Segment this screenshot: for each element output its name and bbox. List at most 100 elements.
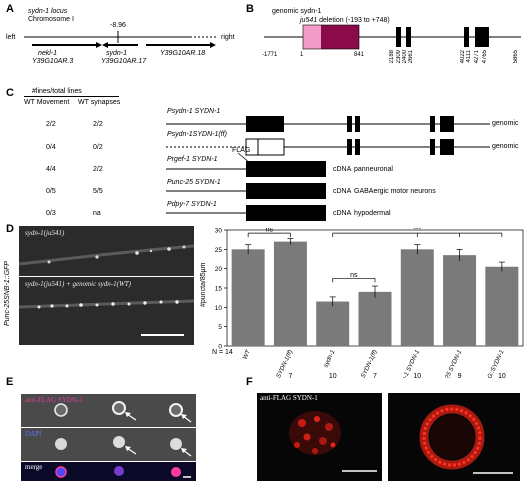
row-5-construct: Pdpy-7 SYDN-1	[167, 201, 217, 208]
right-label: right	[221, 34, 235, 41]
sig-bracket-2-label: ns	[350, 272, 358, 279]
row-1-movement: 2/2	[46, 121, 56, 128]
sig-bracket-3-label: ***	[413, 228, 421, 234]
y-tick-label: 20	[215, 266, 223, 273]
f-left-signal	[289, 411, 377, 472]
constructs-diagram	[166, 116, 490, 221]
row-1-type: genomic	[492, 120, 519, 127]
gene-sydn-1-name: sydn-1	[106, 50, 128, 57]
panel-letter-f: F	[246, 376, 253, 388]
category-label: WT	[242, 348, 253, 361]
merge-channel-label: merge	[25, 463, 43, 471]
f-right-signal	[419, 404, 513, 474]
panel-letter-a: A	[6, 3, 14, 15]
panel-letter-d: D	[6, 223, 14, 235]
y-tick-label: 10	[215, 305, 223, 312]
y-tick-label: 15	[215, 286, 223, 293]
y-tick-label: 5	[218, 324, 222, 331]
flag-channel-label: anti-FLAG SYDN-1	[25, 396, 83, 404]
gene-structure-diagram	[264, 24, 521, 50]
n-value: 7	[288, 373, 292, 378]
micrograph-rescue: sydn-1(ju541) + genomic sydn-1(WT)	[19, 277, 194, 345]
micrograph-mutant: sydn-1(ju541)	[19, 226, 194, 276]
n-label: N = 14	[212, 349, 233, 356]
y-tick-label: 30	[215, 228, 223, 235]
col-synapses-header: WT synapses	[78, 99, 121, 106]
row-3-desc: panneuronal	[354, 166, 393, 173]
locus-title: sydn-1 locus	[28, 8, 68, 15]
row-3-type: cDNA	[333, 166, 352, 173]
row-3-construct: Prgef-1 SYDN-1	[167, 156, 218, 163]
gene-sydn-1-id: Y39G10AR.17	[101, 58, 147, 65]
row-4-type: cDNA	[333, 188, 352, 195]
n-value: 9	[458, 373, 462, 378]
tick-label-1: 1	[300, 52, 304, 58]
bar	[273, 241, 307, 346]
row-5-movement: 0/3	[46, 210, 56, 217]
chromosome-label: Chromosome I	[28, 16, 74, 23]
dapi-channel-label: DAPI	[25, 430, 42, 438]
flag-nuclei	[54, 401, 192, 423]
row-1-construct: Psydn-1 SYDN-1	[167, 108, 221, 115]
tick-label-0: -1771	[262, 52, 278, 58]
table-header-top: #lines/total lines	[32, 88, 82, 95]
micrograph-dapi: DAPI	[21, 428, 196, 461]
row-4-desc: GABAergic motor neurons	[354, 188, 436, 195]
row-2-type: genomic	[492, 143, 519, 150]
row-2-construct: Psydn-1SYDN-1(ff)	[167, 131, 227, 138]
deletion-label: ju541 deletion (-193 to +748)	[300, 17, 390, 25]
row-4-movement: 0/5	[46, 188, 56, 195]
row-3-movement: 4/4	[46, 166, 56, 173]
dapi-nuclei	[55, 436, 192, 457]
deletion-allele: ju541	[300, 17, 318, 24]
gene-nekl-1-name: nekl-1	[38, 50, 58, 57]
category-label: sydn-1	[322, 349, 336, 369]
n-value: 10	[413, 373, 421, 378]
row-1-synapses: 2/2	[93, 121, 103, 128]
puncta-rescue	[19, 299, 194, 336]
header-rule	[24, 96, 119, 97]
bar-chart: 051015202530WTWT + Psydn-1 SYDN-1(ff)7sy…	[215, 228, 524, 378]
row-4-construct: Punc-25 SYDN-1	[167, 179, 221, 186]
micrograph-f-left: anti-FLAG SYDN-1	[257, 393, 382, 481]
micrograph-f-right	[388, 393, 520, 481]
row-2-movement: 0/4	[46, 144, 56, 151]
bar	[358, 291, 392, 346]
micrograph-merge: merge	[21, 462, 196, 481]
sig-bracket-1-label: ns	[266, 228, 274, 234]
f-channel-label: anti-FLAG SYDN-1	[260, 394, 318, 402]
micrograph-rescue-label: sydn-1(ju541) + genomic sydn-1(WT)	[25, 280, 132, 288]
panel-letter-b: B	[246, 3, 254, 15]
tick-label-2: 841	[354, 52, 365, 58]
gene-y39-id: Y39G10AR.18	[160, 50, 206, 57]
row-2-synapses: 0/2	[93, 144, 103, 151]
locus-diagram	[24, 31, 218, 48]
y-tick-label: 0	[218, 344, 222, 351]
panel-letter-c: C	[6, 87, 14, 99]
n-value: 7	[373, 373, 377, 378]
puncta-mutant	[19, 244, 194, 266]
bar	[231, 249, 265, 346]
panel-letter-e: E	[6, 376, 14, 388]
distance-label: -8.96	[110, 22, 126, 29]
row-5-desc: hypodermal	[354, 210, 391, 217]
bar	[443, 255, 477, 346]
bar	[485, 266, 519, 346]
row-5-synapses: na	[93, 210, 101, 217]
left-label: left	[6, 34, 16, 41]
bar	[400, 249, 434, 346]
micrograph-flag: anti-FLAG SYDN-1	[21, 394, 196, 427]
micrograph-mutant-label: sydn-1(ju541)	[25, 229, 65, 237]
genomic-title: genomic sydn-1	[272, 8, 322, 15]
row-4-synapses: 5/5	[93, 188, 103, 195]
n-value: 10	[329, 373, 337, 378]
row-3-synapses: 2/2	[93, 166, 103, 173]
deletion-range: deletion (-193 to +748)	[317, 17, 390, 24]
gene-nekl-1-id: Y39G10AR.3	[32, 58, 74, 65]
n-value: 10	[498, 373, 506, 378]
y-tick-label: 25	[215, 247, 223, 254]
col-movement-header: WT Movement	[24, 99, 70, 106]
row-5-type: cDNA	[333, 210, 352, 217]
bar	[316, 301, 350, 346]
merge-nuclei	[55, 466, 191, 478]
